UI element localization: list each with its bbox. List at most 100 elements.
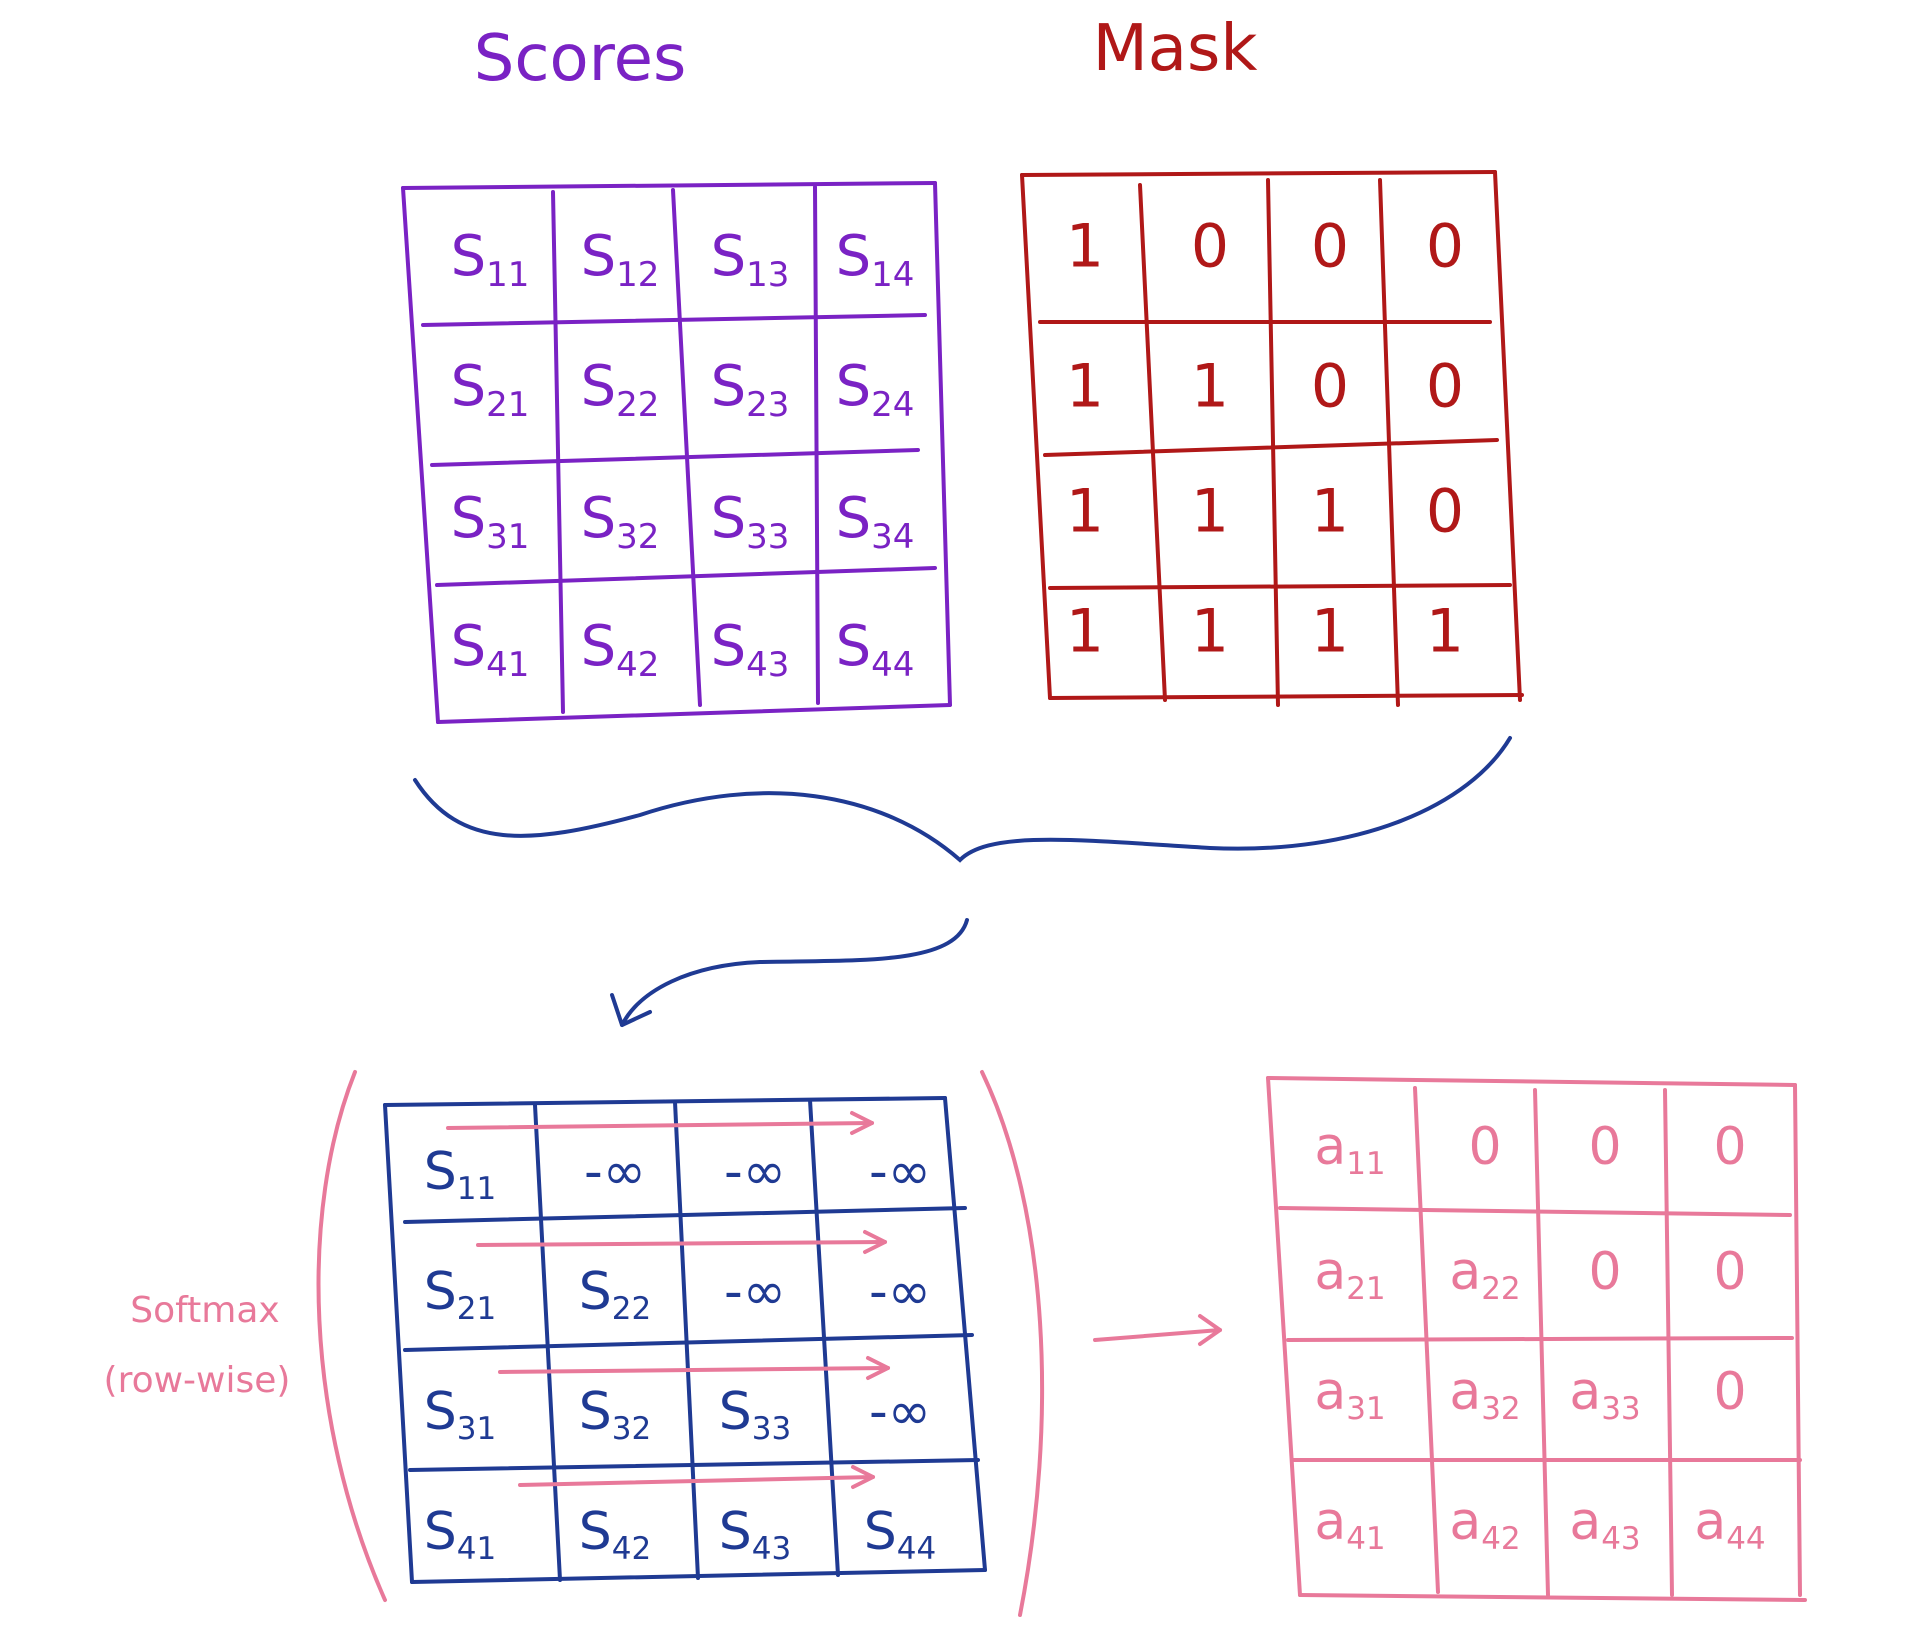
masked-cell: S31 [424, 1382, 496, 1447]
attention-grid-line [1266, 1076, 1302, 1597]
left-parenthesis [316, 1070, 387, 1602]
mask-title: Mask [1093, 12, 1258, 86]
attention-cell: a33 [1569, 1362, 1640, 1427]
masked-cell: -∞ [869, 1262, 931, 1322]
scores-grid-line [430, 448, 920, 467]
attention-cell: 0 [1468, 1117, 1501, 1177]
attention-cell: a32 [1449, 1362, 1520, 1427]
attention-cell: 0 [1713, 1242, 1746, 1302]
masked-grid-line [533, 1103, 562, 1582]
mask-cell: 0 [1311, 352, 1349, 422]
masked-grid-line [403, 1206, 967, 1224]
attention-grid-line [1298, 1593, 1807, 1602]
scores-grid-line [933, 181, 952, 707]
scores-cell: S23 [711, 354, 790, 424]
mask-cell: 0 [1426, 477, 1464, 547]
attention-cell: a44 [1694, 1492, 1765, 1557]
attention-cell: a11 [1314, 1117, 1385, 1182]
masked-cell: -∞ [584, 1142, 646, 1202]
mask-cell: 1 [1066, 352, 1104, 422]
combine-brace [413, 736, 1512, 863]
masked-cell: S21 [424, 1262, 496, 1327]
masked-grid-line [673, 1100, 700, 1580]
scores-cell: S24 [836, 354, 915, 424]
scores-grid-line [401, 181, 937, 190]
masked-cell: S11 [424, 1142, 496, 1207]
masked-grid-line [383, 1096, 947, 1107]
attention-cell: 0 [1713, 1362, 1746, 1422]
mask-cell: 1 [1191, 477, 1229, 547]
scores-cell: S13 [711, 224, 790, 294]
mask-grid-line [1043, 438, 1499, 457]
scores-cell: S22 [581, 354, 660, 424]
attention-cell: 0 [1588, 1117, 1621, 1177]
attention-cell: a31 [1314, 1362, 1385, 1427]
masked-cell: S22 [579, 1262, 651, 1327]
scores-cell: S12 [581, 224, 660, 294]
row-arrow-3 [498, 1366, 890, 1374]
mask-cell: 1 [1066, 212, 1104, 282]
attention-cell: 0 [1588, 1242, 1621, 1302]
attention-grid-line [1533, 1088, 1550, 1597]
row-arrow-2 [476, 1240, 887, 1247]
softmax-label: Softmax [130, 1290, 279, 1331]
attention-grid-line [1793, 1083, 1802, 1597]
mask-cell: 1 [1066, 477, 1104, 547]
attention-cell: 0 [1713, 1117, 1746, 1177]
mask-grid-line [1266, 178, 1280, 707]
row-arrows [446, 1111, 890, 1489]
masked-cell: S32 [579, 1382, 651, 1447]
row-arrow-4 [518, 1475, 875, 1487]
mask-cell: 1 [1191, 597, 1229, 667]
scores-cell: S34 [836, 486, 915, 556]
mask-cell: 0 [1311, 212, 1349, 282]
masked-grid-line [408, 1458, 980, 1472]
masked-grid-line [403, 1333, 974, 1352]
scores-grid-line [421, 313, 927, 327]
attention-cell: a22 [1449, 1242, 1520, 1307]
mask-grid-line [1020, 173, 1052, 700]
scores-grid-line [435, 566, 937, 587]
scores-grid-line [813, 185, 820, 705]
row-arrow-2-head-icon [863, 1230, 887, 1254]
row-arrow-3-head-icon [866, 1356, 890, 1380]
mask-grid-line [1020, 170, 1497, 177]
scores-cell: S11 [451, 224, 530, 294]
masked-cell: S41 [424, 1502, 496, 1567]
mask-grid-line [1493, 170, 1522, 702]
mask-cell: 0 [1426, 352, 1464, 422]
mask-grid-line [1048, 693, 1524, 700]
row-arrow-4-head-icon [851, 1465, 875, 1489]
mask-cell: 1 [1311, 597, 1349, 667]
mask-cell: 1 [1426, 597, 1464, 667]
masked-cell: S43 [719, 1502, 791, 1567]
scores-cell: S41 [451, 614, 530, 684]
row-arrow-1-head-icon [850, 1111, 874, 1135]
masked-cell: S44 [864, 1502, 936, 1567]
masked-cell: -∞ [869, 1142, 931, 1202]
curved-arrow-head-icon [610, 993, 652, 1027]
row-wise-label: (row-wise) [104, 1360, 291, 1401]
masked-cell: -∞ [869, 1382, 931, 1442]
attention-cell: a42 [1449, 1492, 1520, 1557]
scores-cell: S44 [836, 614, 915, 684]
masked-cell: S42 [579, 1502, 651, 1567]
scores-cell: S32 [581, 486, 660, 556]
scores-cell: S21 [451, 354, 530, 424]
result-arrow [1093, 1328, 1222, 1342]
mask-grid-line [1048, 583, 1512, 590]
mask-cell: 1 [1191, 352, 1229, 422]
masked-cell: -∞ [724, 1262, 786, 1322]
attention-grid-line [1266, 1076, 1797, 1087]
attention-grid-line [1278, 1206, 1792, 1217]
attention-matrix [1266, 1076, 1807, 1602]
scores-cell: S43 [711, 614, 790, 684]
masked-grid-line [383, 1103, 414, 1584]
attention-cell: a41 [1314, 1492, 1385, 1557]
attention-grid-line [1286, 1336, 1794, 1342]
mask-cell: 0 [1426, 212, 1464, 282]
